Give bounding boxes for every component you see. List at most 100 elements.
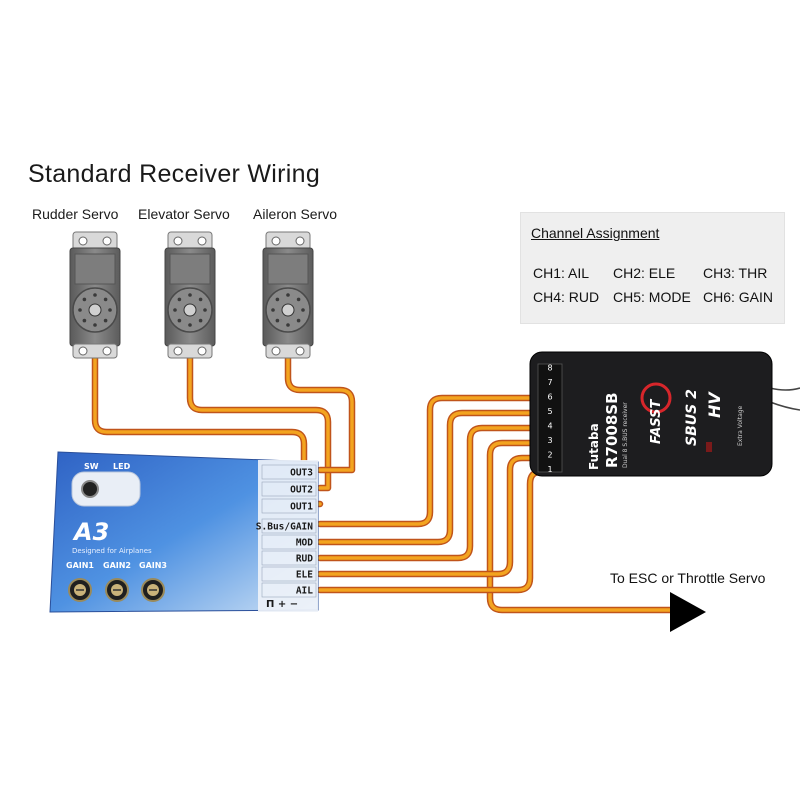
servo-horn-hole	[286, 323, 290, 327]
servo-mount-hole	[271, 236, 281, 246]
port-label-out3: OUT3	[290, 468, 313, 479]
channel-item-ch6: CH6: GAIN	[703, 289, 774, 305]
servo-output-shaft	[183, 303, 197, 317]
channel-item-ch3: CH3: THR	[703, 265, 768, 281]
sw-button	[81, 480, 99, 498]
receiver-antenna-2	[769, 401, 800, 411]
servo-label-plate	[169, 253, 211, 285]
fasst-swoosh	[640, 382, 672, 414]
wire-ch4-rud	[318, 426, 540, 560]
servo-horn-hole	[188, 293, 192, 297]
port-slot	[261, 481, 317, 497]
servo-horn-hole	[108, 308, 112, 312]
servo-horn-hole	[275, 318, 280, 323]
receiver-extra-voltage: Extra Voltage	[737, 405, 744, 446]
port-label-out2: OUT2	[290, 485, 313, 496]
port-label-out1: OUT1	[290, 502, 313, 513]
receiver-channel-6: 6	[547, 393, 552, 402]
servo-label-plate	[267, 253, 309, 285]
servo-horn-hole	[271, 308, 275, 312]
servo-output-shaft	[88, 303, 102, 317]
port-slot	[261, 582, 317, 598]
elevator-servo-wire	[188, 356, 330, 490]
servo-horn-hole	[103, 318, 108, 323]
receiver-brand: Futaba	[587, 423, 601, 470]
port-label-ail: AIL	[296, 586, 313, 597]
servo-label-plate	[74, 253, 116, 285]
servo-label-aileron: Aileron Servo	[253, 206, 338, 222]
port-slot	[261, 534, 317, 550]
servo-horn-hole	[93, 293, 97, 297]
a3-subtitle: Designed for Airplanes	[72, 547, 152, 555]
receiver-channel-7: 7	[547, 378, 552, 387]
a3-logo-text: A3	[72, 518, 109, 546]
esc-arrow-head	[670, 592, 706, 632]
servo-horn-hole	[78, 308, 82, 312]
port-slot	[261, 566, 317, 582]
receiver-led	[706, 442, 712, 452]
channel-item-ch1: CH1: AIL	[533, 265, 590, 281]
gain-label-1: GAIN1	[66, 561, 94, 570]
servo-horn-hole	[173, 308, 177, 312]
servo-horn-hole	[203, 308, 207, 312]
port-slot	[261, 464, 317, 480]
wire-ch6-gain	[318, 396, 540, 526]
servo-horn-hole	[286, 293, 290, 297]
servo-horn-hole	[103, 297, 108, 302]
servo-horn-hole	[93, 323, 97, 327]
servo-mount-hole	[78, 236, 88, 246]
servo-horn-hole	[198, 297, 203, 302]
receiver-sbus2-logo: SBUS 2	[684, 389, 700, 446]
servo-horn-hole	[188, 323, 192, 327]
servo-mount-hole	[102, 236, 112, 246]
servo-mount-hole	[197, 236, 207, 246]
servo-mount-hole	[295, 236, 305, 246]
servo-horn-hole	[177, 297, 182, 302]
sw-led-label-led: LED	[113, 462, 131, 471]
servo-horn-hole	[177, 318, 182, 323]
receiver-channel-2: 2	[547, 451, 552, 460]
port-slot	[261, 550, 317, 566]
receiver-model: R7008SB	[603, 392, 621, 468]
channel-item-ch2: CH2: ELE	[613, 265, 676, 281]
receiver-hv-logo: HV	[705, 391, 724, 418]
servo-output-shaft	[281, 303, 295, 317]
servo-mount-hole	[102, 346, 112, 356]
gain-label-3: GAIN3	[139, 561, 167, 570]
servo-horn-hole	[82, 318, 87, 323]
servo-horn-hole	[82, 297, 87, 302]
servo-mount-hole	[173, 346, 183, 356]
esc-label: To ESC or Throttle Servo	[610, 570, 766, 586]
receiver-channel-1: 1	[547, 465, 552, 474]
servo-aileron	[262, 231, 314, 359]
receiver-antenna-1	[769, 387, 800, 391]
channel-item-ch5: CH5: MODE	[613, 289, 691, 305]
channel-item-ch4: CH4: RUD	[533, 289, 600, 305]
wire-ch2-ele	[318, 456, 540, 576]
channel-assignment-panel: Channel Assignment CH1: AIL CH2: ELE CH3…	[520, 212, 785, 324]
receiver-channel-3: 3	[547, 436, 552, 445]
port-slot	[261, 518, 317, 534]
receiver-channel-8: 8	[547, 364, 552, 373]
servo-group	[69, 231, 314, 359]
wire-ch3-thr	[488, 441, 674, 612]
servo-label-rudder: Rudder Servo	[32, 206, 119, 222]
port-label-s-bus-gain: S.Bus/GAIN	[256, 522, 313, 533]
servo-mount-hole	[173, 236, 183, 246]
servo-wires	[91, 354, 356, 508]
rudder-servo-wire	[93, 356, 322, 506]
aileron-servo-wire	[286, 356, 354, 472]
servo-horn-hole	[275, 297, 280, 302]
servo-label-elevator: Elevator Servo	[138, 206, 230, 222]
port-label-rud: RUD	[296, 554, 313, 565]
servo-rudder	[69, 231, 121, 359]
servo-mount-hole	[78, 346, 88, 356]
servo-mount-hole	[197, 346, 207, 356]
